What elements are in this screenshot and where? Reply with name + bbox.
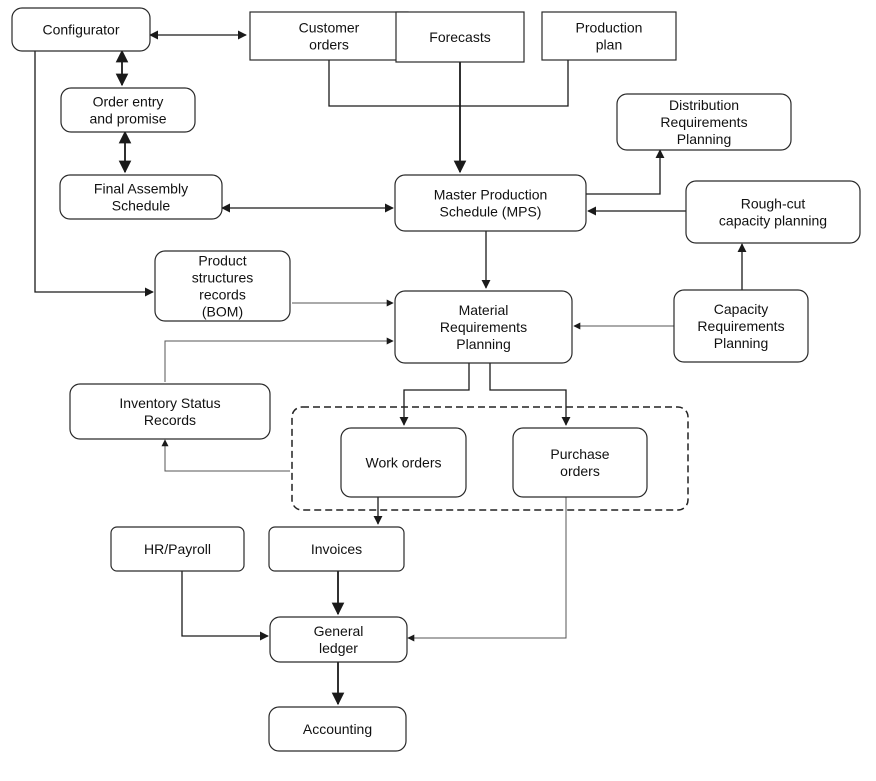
edge-customer-orders-mps [328, 60, 460, 107]
connectors [34, 30, 747, 706]
edge-mrp-purchase-orders [489, 363, 571, 426]
mps-label-line: Schedule (MPS) [440, 204, 542, 220]
forecasts-box-frame [395, 11, 525, 63]
order-entry-label-line: Order entry [93, 94, 164, 110]
invoices-box: Invoices [268, 526, 405, 572]
crp-label-line: Requirements [697, 318, 784, 334]
hr-payroll-box-frame [110, 526, 245, 572]
final-assembly-label-line: Schedule [112, 198, 171, 214]
edge-inventory-mrp [164, 337, 394, 382]
edge-hr-ledger [181, 571, 269, 641]
bom-label-line: records [199, 287, 246, 303]
hr-payroll-label-line: HR/Payroll [144, 541, 211, 557]
accounting-label-line: Accounting [303, 721, 372, 737]
bom-label-line: (BOM) [202, 304, 243, 320]
distribution-rp-label-line: Planning [677, 131, 732, 147]
invoices-box-frame [268, 526, 405, 572]
distribution-rp-box-frame [616, 93, 792, 151]
rough-cut-label-line: Rough-cut [741, 196, 806, 212]
bom-label-line: structures [192, 270, 253, 286]
accounting-box-frame [268, 706, 407, 752]
mps-box-frame [394, 174, 587, 232]
edge-production-plan-mps [460, 60, 569, 107]
customer-orders-label-line: orders [309, 37, 349, 53]
customer-orders-box-frame [249, 11, 409, 61]
crp-label-line: Capacity [714, 301, 768, 317]
forecasts-label-line: Forecasts [429, 29, 490, 45]
work-orders-box: Work orders [340, 427, 467, 498]
mps-label-line: Master Production [434, 187, 548, 203]
bom-box-frame [154, 250, 291, 322]
inventory-box-frame [69, 383, 271, 440]
rough-cut-box-frame [685, 180, 861, 244]
order-entry-box-frame [60, 87, 196, 133]
configurator-box-frame [11, 7, 151, 52]
general-ledger-box-frame [269, 616, 408, 663]
mrp-label-line: Requirements [440, 319, 527, 335]
general-ledger-label-line: General [314, 623, 364, 639]
distribution-rp-label-line: Distribution [669, 97, 739, 113]
work-orders-box-frame [340, 427, 467, 498]
distribution-rp-label-line: Requirements [660, 114, 747, 130]
mrp-box-frame [394, 290, 573, 364]
hr-payroll-box: HR/Payroll [110, 526, 245, 572]
production-plan-box-frame [541, 11, 677, 61]
mrp-label-line: Planning [456, 336, 511, 352]
configurator-box: Configurator [11, 7, 151, 52]
bom-label-line: Product [198, 253, 246, 269]
production-plan-label-line: plan [596, 37, 622, 53]
configurator-label-line: Configurator [42, 22, 119, 38]
forecasts-box: Forecasts [395, 11, 525, 63]
final-assembly-box-frame [59, 174, 223, 220]
general-ledger-label-line: ledger [319, 640, 358, 656]
purchase-orders-label-line: orders [560, 463, 600, 479]
crp-box-frame [673, 289, 809, 363]
final-assembly-label-line: Final Assembly [94, 181, 188, 197]
purchase-orders-label-line: Purchase [550, 446, 609, 462]
order-entry-label-line: and promise [89, 111, 166, 127]
edge-configurator-bom [34, 51, 154, 297]
mrp-label-line: Material [459, 302, 509, 318]
orders-group-boundary [291, 406, 689, 511]
rough-cut-label-line: capacity planning [719, 213, 827, 229]
crp-label-line: Planning [714, 335, 769, 351]
edge-purchase-orders-ledger [407, 497, 567, 642]
edge-orders-inventory [161, 439, 290, 472]
purchase-orders-box-frame [512, 427, 648, 498]
customer-orders-label-line: Customer [299, 20, 360, 36]
edge-mps-distribution [586, 149, 665, 195]
edge-mrp-work-orders [399, 363, 470, 426]
inventory-label-line: Inventory Status [119, 395, 220, 411]
accounting-box: Accounting [268, 706, 407, 752]
work-orders-label-line: Work orders [366, 455, 442, 471]
production-plan-label-line: Production [576, 20, 643, 36]
invoices-label-line: Invoices [311, 541, 362, 557]
inventory-label-line: Records [144, 412, 196, 428]
